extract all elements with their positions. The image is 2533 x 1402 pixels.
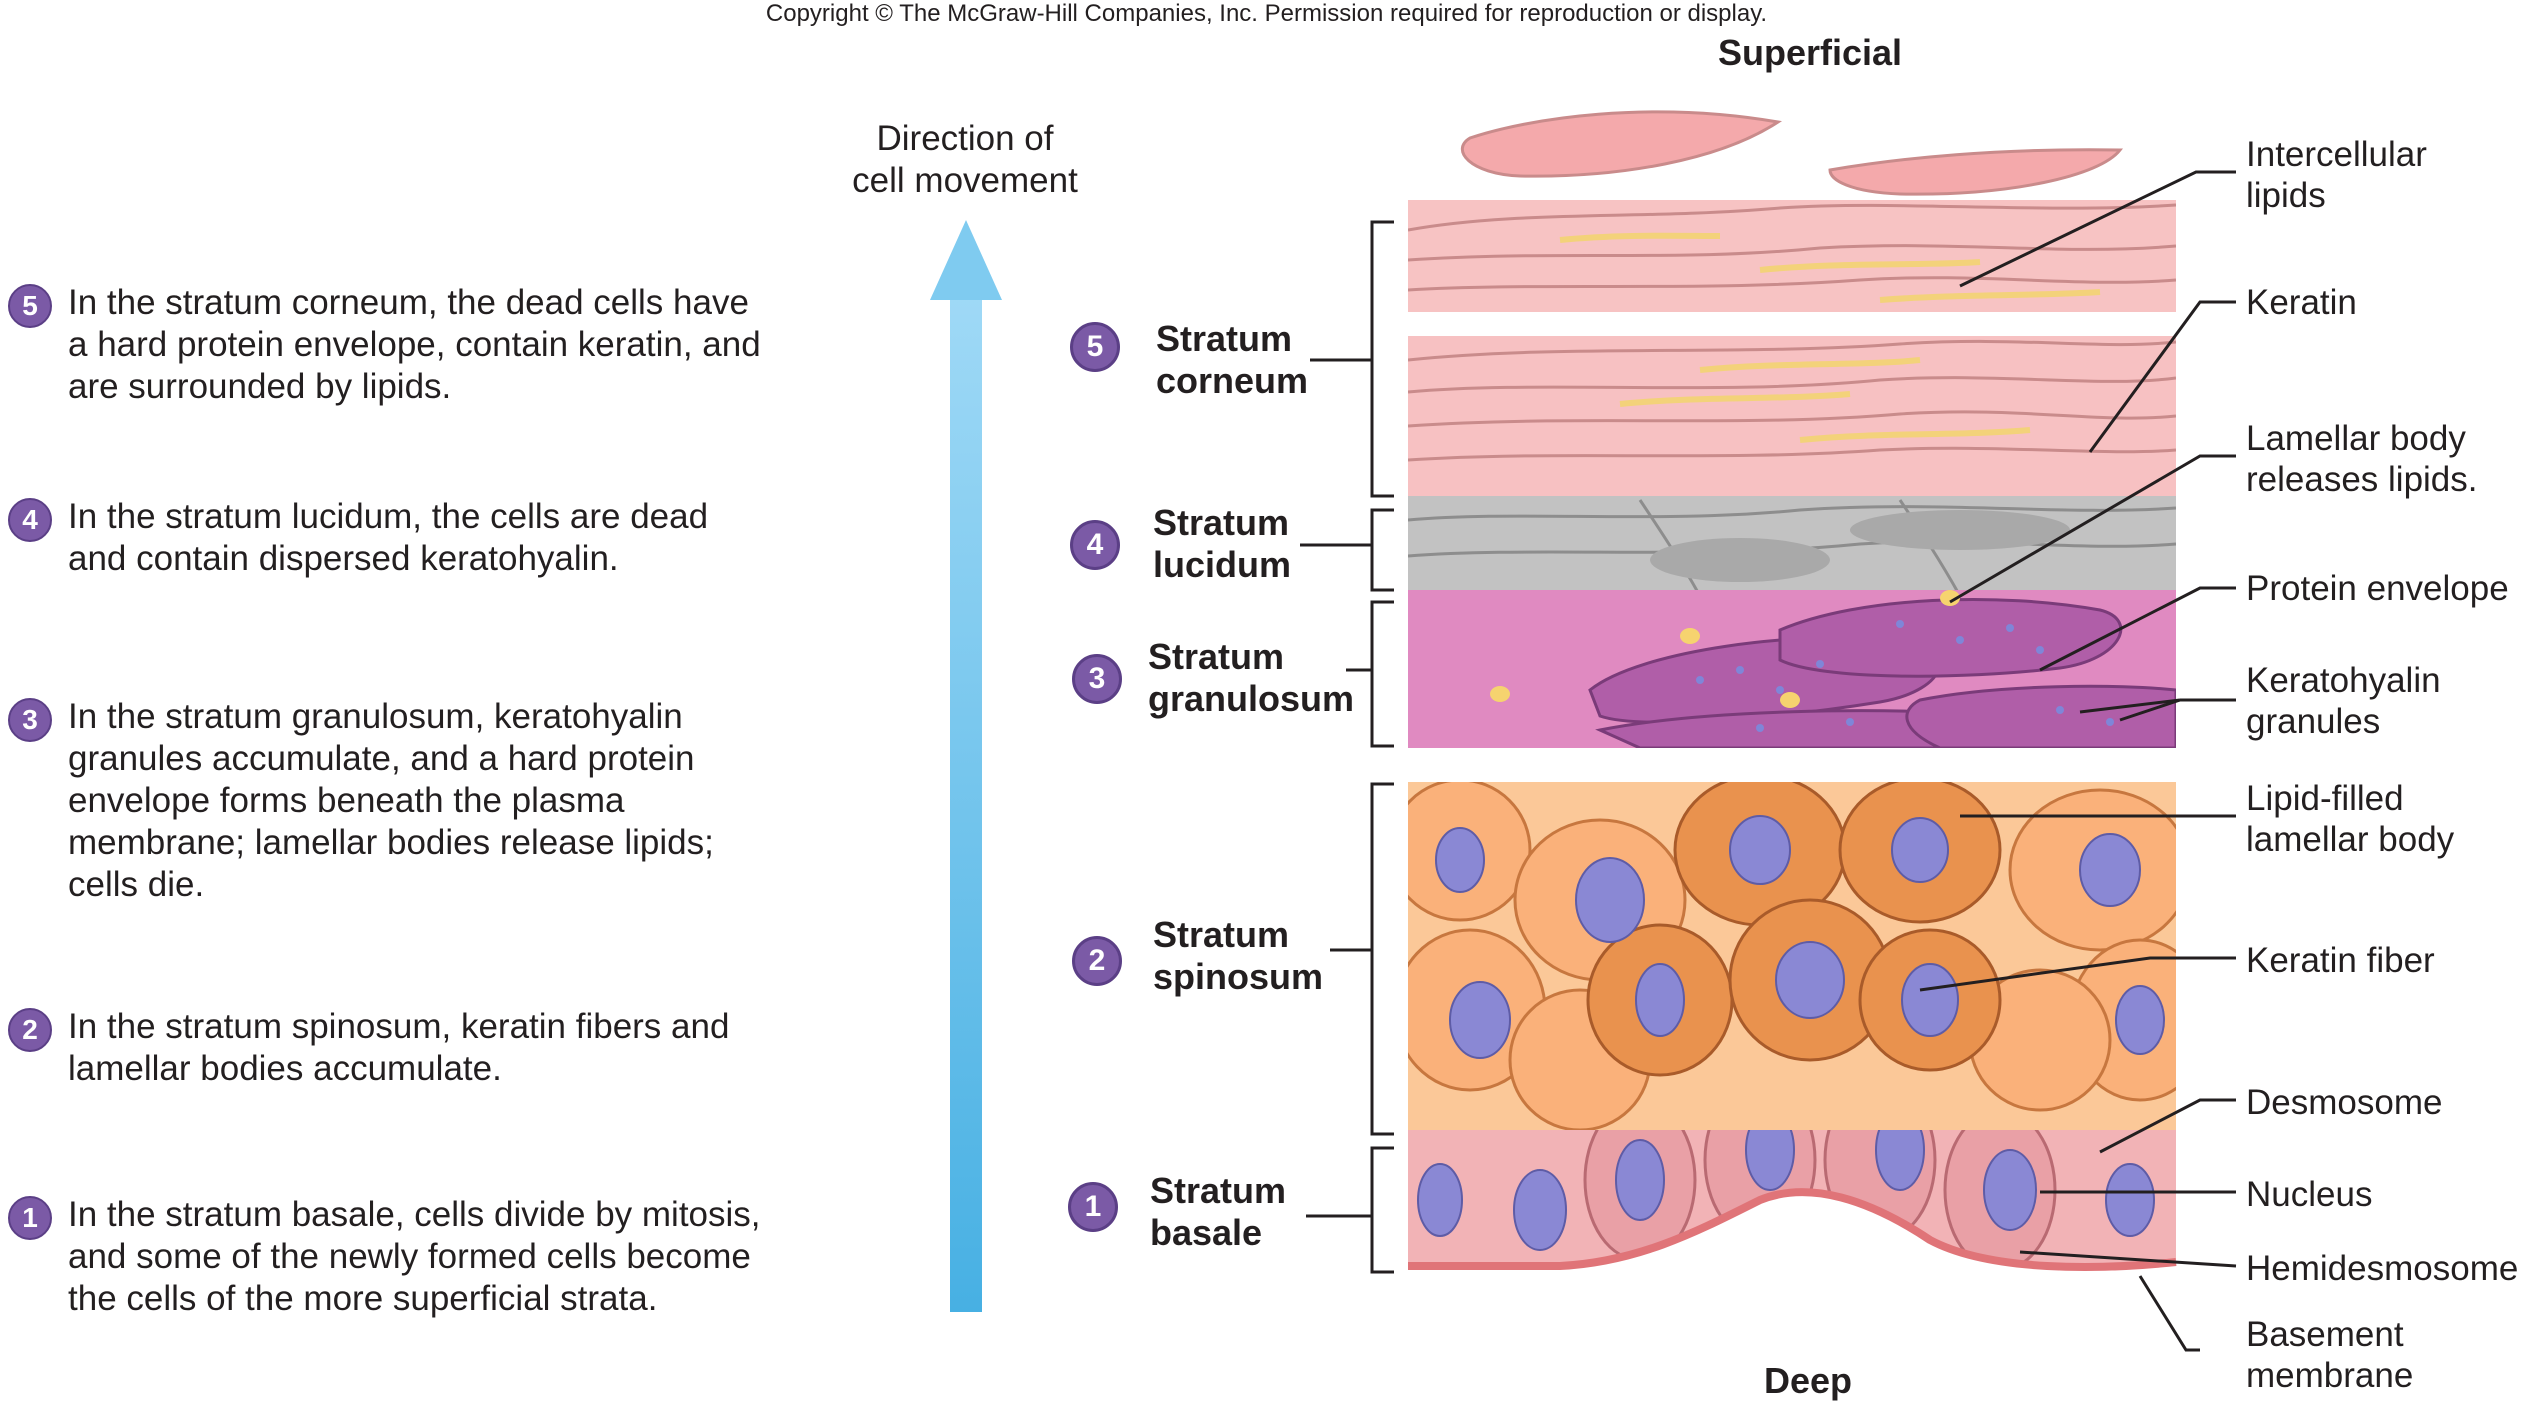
layer-name-corneum: Stratum corneum [1156,318,1309,401]
layer-badge-2: 2 [1072,936,1122,986]
label-leaders [1919,170,2237,1352]
label-keratohyalin-granules: Keratohyalin granules [2246,661,2441,741]
label-basement-membrane: Basement membrane [2246,1315,2414,1395]
layer-name-spinosum: Stratum spinosum [1153,914,1324,997]
step-text-5: In the stratum corneum, the dead cells h… [68,283,761,406]
label-keratin: Keratin [2246,283,2357,322]
step-text-1: In the stratum basale, cells divide by m… [68,1195,761,1318]
basement-membrane [1408,1188,2177,1271]
step-text-3: In the stratum granulosum, keratohyalin … [68,697,714,904]
stratum-lucidum [1408,496,2176,596]
step-3: 3 In the stratum granulosum, keratohyali… [8,696,828,906]
step-1: 1 In the stratum basale, cells divide by… [8,1194,828,1320]
label-protein-envelope: Protein envelope [2246,569,2509,608]
layer-brackets [1300,220,1394,1274]
copyright-notice: Copyright © The McGraw-Hill Companies, I… [765,0,1768,27]
step-badge-4: 4 [8,498,52,542]
step-badge-2: 2 [8,1008,52,1052]
step-badge-1: 1 [8,1196,52,1240]
layer-name-lucidum: Stratum lucidum [1153,502,1292,585]
layer-badge-1: 1 [1068,1182,1118,1232]
stratum-corneum [1408,336,2176,496]
direction-label: Direction of cell movement [852,119,1078,200]
step-badge-3: 3 [8,698,52,742]
label-lipid-filled-lamellar-body: Lipid-filled lamellar body [2246,779,2455,859]
step-4: 4 In the stratum lucidum, the cells are … [8,496,828,580]
label-hemidesmosome: Hemidesmosome [2246,1249,2519,1288]
step-badge-5: 5 [8,284,52,328]
stratum-spinosum [1408,782,2176,1142]
layer-badge-4: 4 [1070,520,1120,570]
label-nucleus: Nucleus [2246,1175,2373,1214]
direction-arrow [930,220,1002,1312]
superficial-label: Superficial [1718,32,1903,73]
label-keratin-fiber: Keratin fiber [2246,941,2435,980]
step-text-2: In the stratum spinosum, keratin fibers … [68,1007,730,1088]
stratum-granulosum [1408,590,2176,748]
deep-label: Deep [1764,1360,1853,1401]
label-lamellar-body-releases: Lamellar body releases lipids. [2246,419,2478,499]
layer-name-basale: Stratum basale [1150,1170,1287,1253]
label-desmosome: Desmosome [2246,1083,2443,1122]
layer-name-granulosum: Stratum granulosum [1148,636,1355,719]
label-intercellular-lipids: Intercellular lipids [2246,135,2427,215]
layer-badge-5: 5 [1070,322,1120,372]
step-5: 5 In the stratum corneum, the dead cells… [8,282,828,408]
step-text-4: In the stratum lucidum, the cells are de… [68,497,709,578]
stratum-corneum-top [1408,200,2176,312]
step-2: 2 In the stratum spinosum, keratin fiber… [8,1006,828,1090]
layer-badge-3: 3 [1072,654,1122,704]
